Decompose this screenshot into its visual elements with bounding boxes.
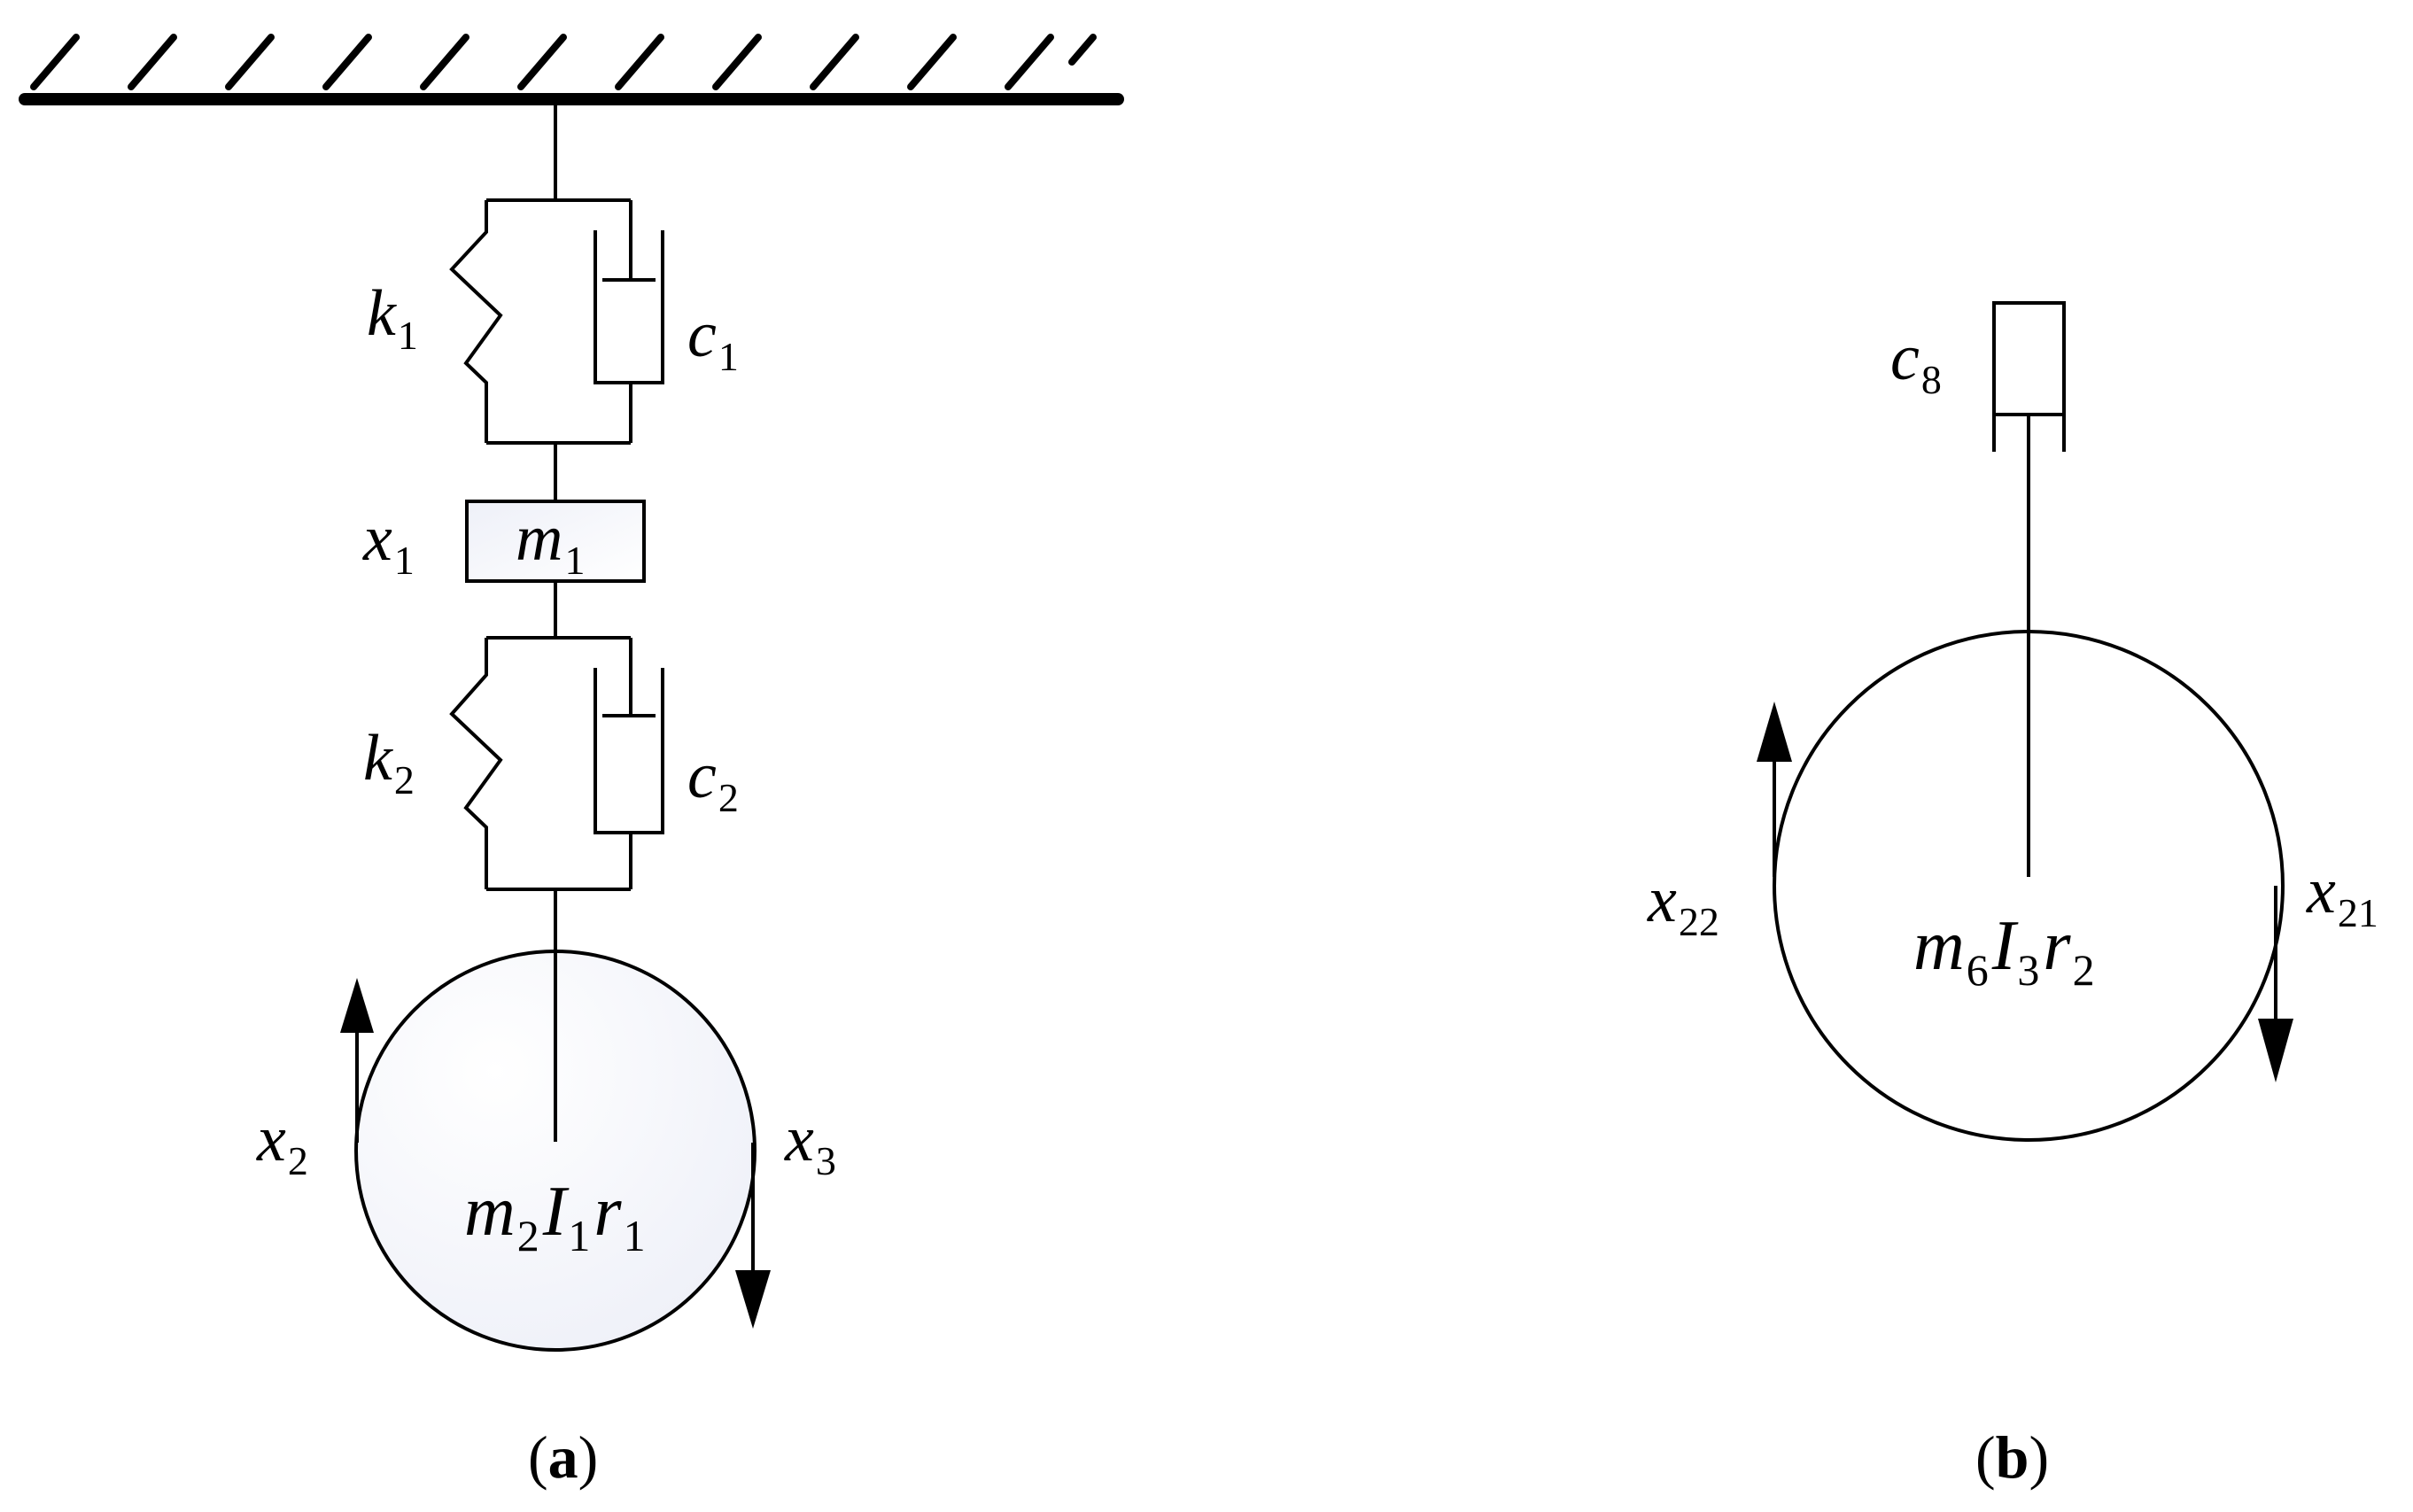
caption-b: (b) xyxy=(1975,1423,2049,1491)
label-x2: x2 xyxy=(256,1103,308,1183)
damper-c2 xyxy=(594,638,664,889)
damper-c1 xyxy=(594,200,664,443)
label-c8: c8 xyxy=(1890,322,1942,402)
label-x22: x22 xyxy=(1647,864,1719,944)
label-k2: k2 xyxy=(363,722,415,803)
damper-c8 xyxy=(1992,301,2066,632)
label-k1: k1 xyxy=(367,277,418,358)
panel-b: c8 x22 x21 m6I3r2 (b) xyxy=(1647,301,2378,1491)
panel-a: k1 c1 x1 m1 k2 c2 x2 x3 m2I1r1 (a) xyxy=(19,34,1124,1491)
label-x1: x1 xyxy=(362,502,415,583)
suspension-unit-1 xyxy=(449,99,664,501)
spring-k1 xyxy=(449,200,503,443)
caption-a: (a) xyxy=(528,1423,598,1491)
label-wheel-1: m2I1r1 xyxy=(464,1173,646,1260)
label-wheel-2: m6I3r2 xyxy=(1913,907,2095,995)
label-c1: c1 xyxy=(687,299,739,379)
label-x21: x21 xyxy=(2306,855,2378,935)
fixed-ground xyxy=(19,34,1124,105)
suspension-unit-2 xyxy=(449,581,664,951)
arrow-x3 xyxy=(735,1143,771,1329)
label-m1: m1 xyxy=(516,502,585,583)
label-x3: x3 xyxy=(784,1103,836,1183)
label-c2: c2 xyxy=(687,740,739,820)
ground-hatching xyxy=(30,34,1097,90)
spring-k2 xyxy=(449,638,503,889)
arrow-x22 xyxy=(1757,702,1792,877)
arrow-x2 xyxy=(340,978,374,1143)
arrow-x21 xyxy=(2258,886,2293,1082)
